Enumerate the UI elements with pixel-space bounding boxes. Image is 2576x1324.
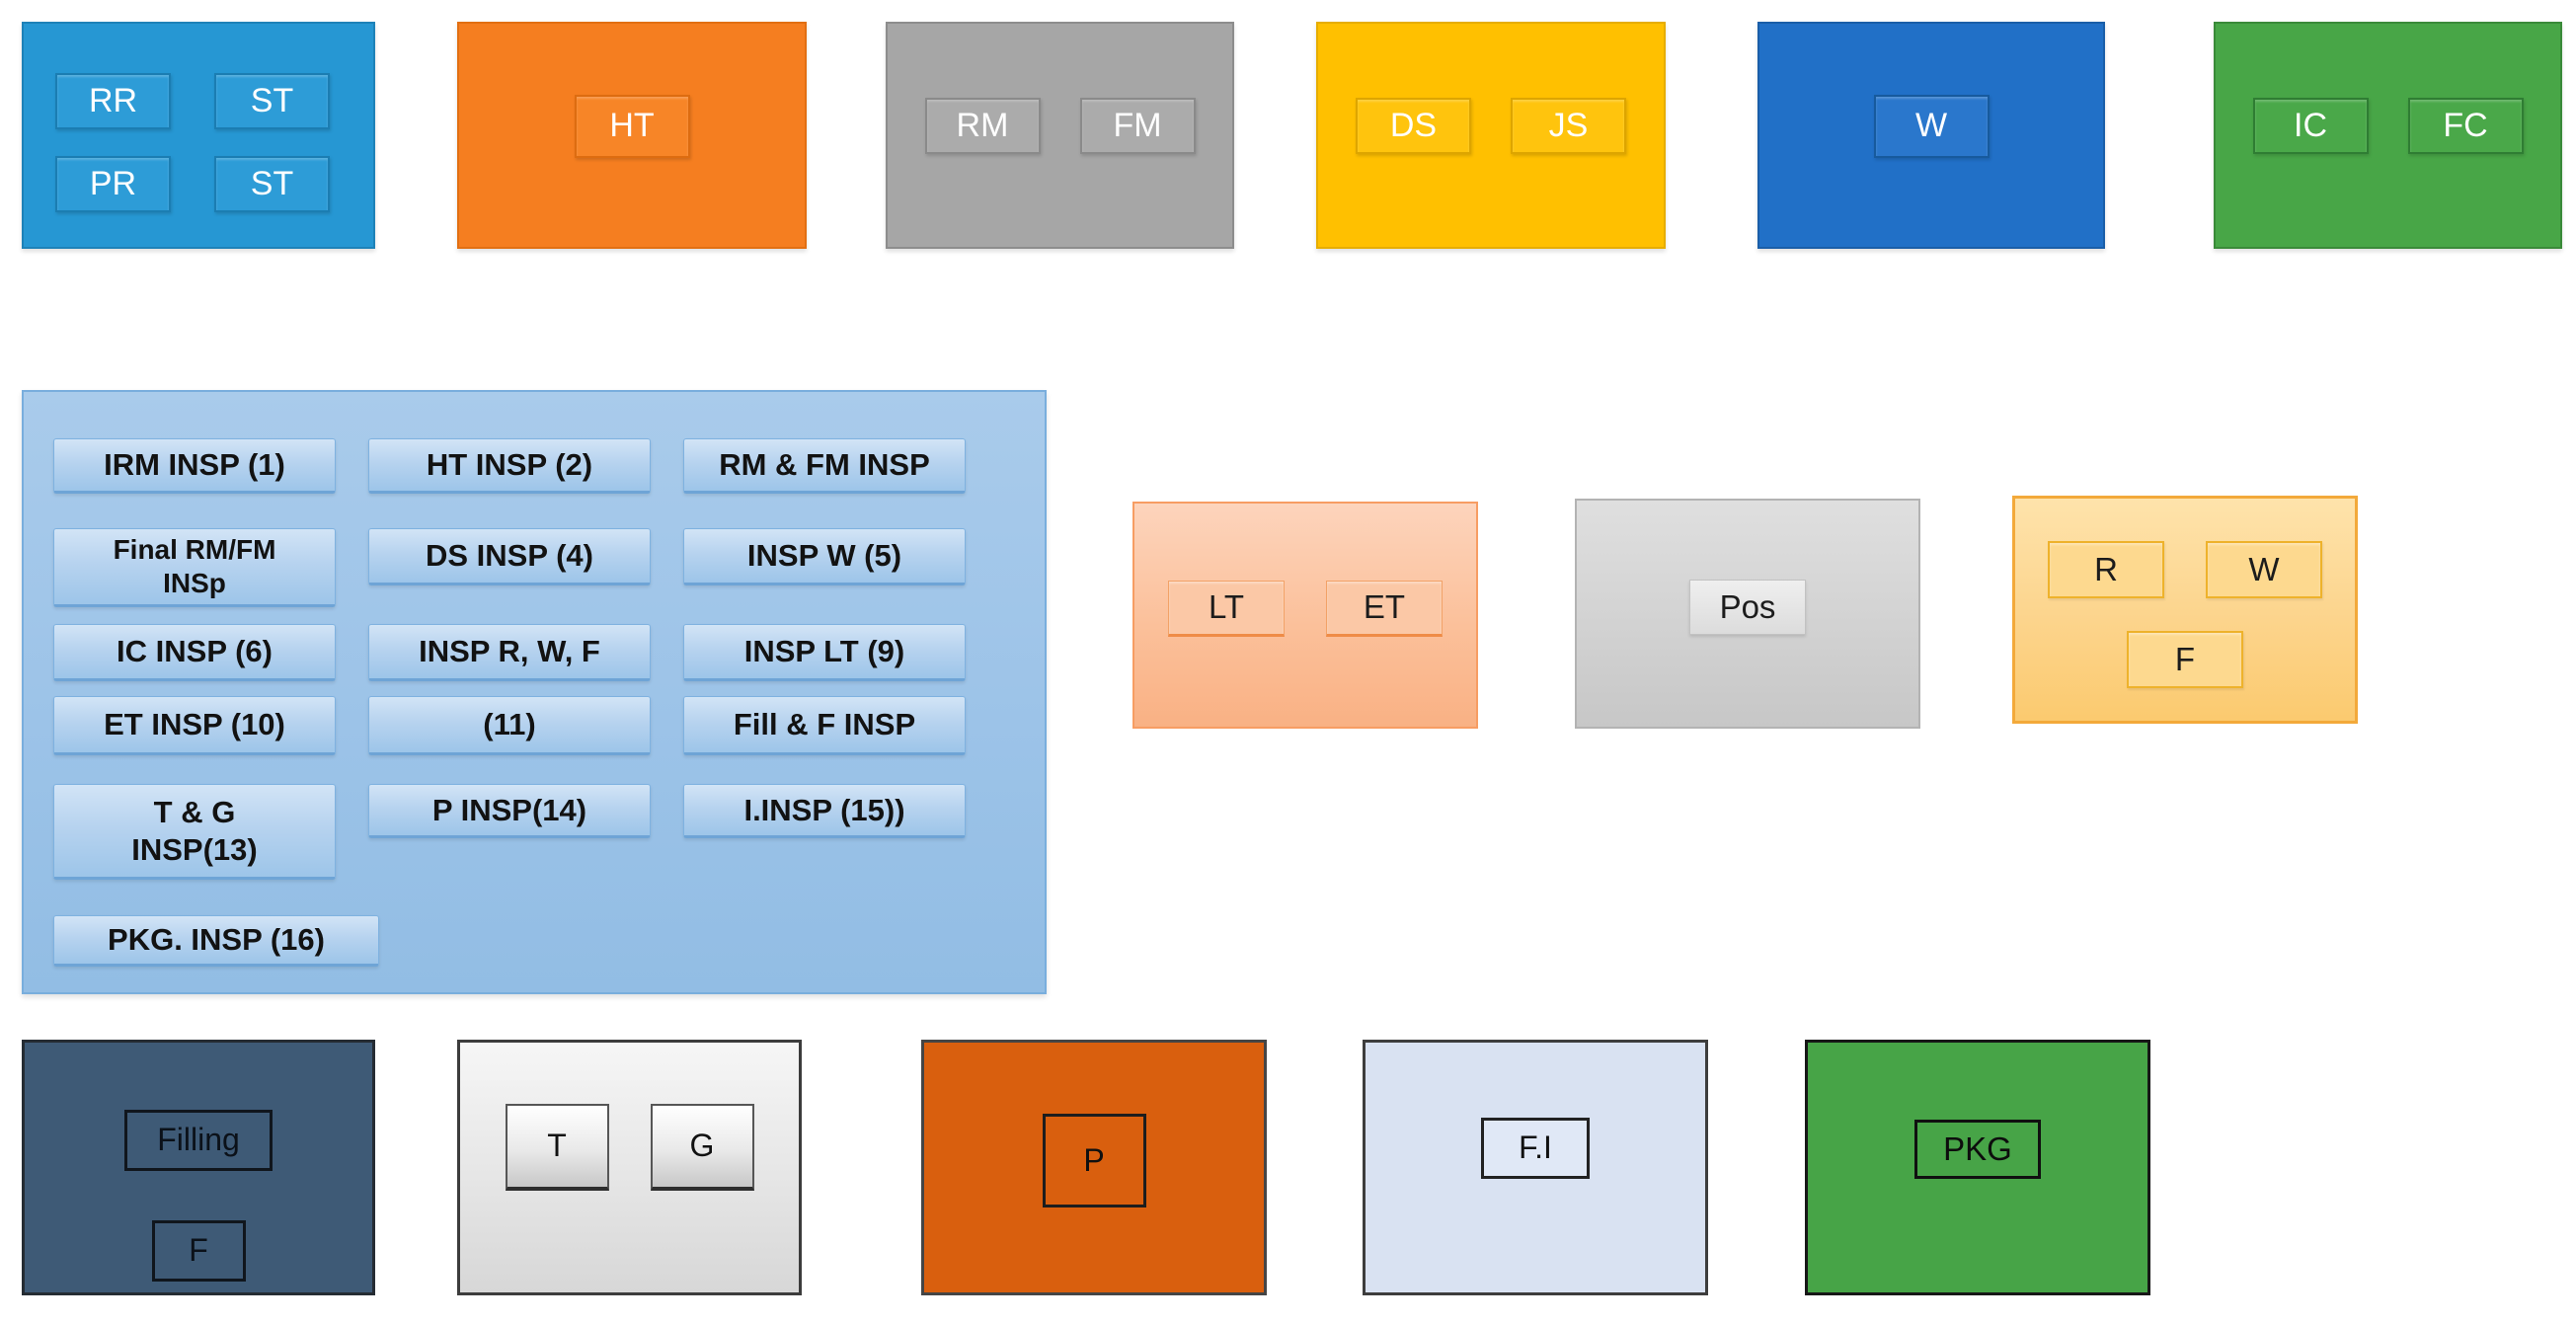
insp-button-w-5: INSP W (5): [683, 528, 966, 585]
insp-tg-line1: T & G: [153, 795, 236, 830]
insp-button-ic-6: IC INSP (6): [53, 624, 336, 681]
insp-button-t-g-13: T & G INSP(13): [53, 784, 336, 880]
p-block: P: [921, 1040, 1267, 1295]
cell-w2: W: [2206, 541, 2322, 598]
pos-block: Pos: [1575, 499, 1920, 729]
cell-st-1: ST: [214, 73, 330, 129]
cell-pkg: PKG: [1914, 1120, 2041, 1179]
cell-fm: FM: [1079, 98, 1196, 154]
insp-button-i-15: I.INSP (15)): [683, 784, 966, 838]
cell-ht: HT: [574, 95, 690, 158]
cell-r: R: [2048, 541, 2164, 598]
insp-final-rmfm-line2: INSp: [163, 568, 226, 598]
insp-button-fill-f: Fill & F INSP: [683, 696, 966, 755]
receiving-cells-grid: RR ST PR ST: [24, 24, 373, 212]
cell-p: P: [1042, 1114, 1146, 1207]
r-w-f-block: R W F: [2012, 496, 2358, 724]
lt-et-block: LT ET: [1132, 502, 1478, 729]
rm-fm-block: RM FM: [886, 22, 1234, 249]
cell-et: ET: [1326, 581, 1443, 637]
inspection-stages-panel: IRM INSP (1) HT INSP (2) RM & FM INSP Fi…: [22, 390, 1047, 994]
filling-block: Filling F: [22, 1040, 375, 1295]
cell-fi: F.I: [1481, 1118, 1590, 1179]
cell-st-2: ST: [214, 156, 330, 212]
ds-js-block: DS JS: [1316, 22, 1666, 249]
insp-button-lt-9: INSP LT (9): [683, 624, 966, 681]
insp-button-pkg-16: PKG. INSP (16): [53, 915, 379, 967]
cell-fc: FC: [2407, 98, 2524, 154]
cell-ds: DS: [1356, 98, 1471, 154]
cell-g: G: [650, 1104, 754, 1191]
cell-f2: F: [2127, 631, 2243, 688]
cell-rr: RR: [55, 73, 171, 129]
cell-pr: PR: [55, 156, 171, 212]
cell-pos: Pos: [1689, 580, 1806, 635]
cell-t: T: [505, 1104, 609, 1191]
cell-f-bottom: F: [151, 1220, 246, 1282]
cell-filling: Filling: [124, 1110, 273, 1171]
insp-button-p-14: P INSP(14): [368, 784, 651, 838]
welding-block: W: [1757, 22, 2105, 249]
insp-button-rm-fm: RM & FM INSP: [683, 438, 966, 494]
insp-button-ht-2: HT INSP (2): [368, 438, 651, 494]
insp-button-final-rmfm: Final RM/FM INSp: [53, 528, 336, 607]
insp-tg-line2: INSP(13): [131, 831, 258, 867]
insp-button-irm-1: IRM INSP (1): [53, 438, 336, 494]
cell-rm: RM: [924, 98, 1041, 154]
cell-w: W: [1873, 95, 1990, 158]
heat-treatment-block: HT: [457, 22, 807, 249]
ic-fc-block: IC FC: [2214, 22, 2562, 249]
insp-button-11: (11): [368, 696, 651, 755]
insp-button-r-w-f: INSP R, W, F: [368, 624, 651, 681]
cell-js: JS: [1511, 98, 1626, 154]
insp-button-ds-4: DS INSP (4): [368, 528, 651, 585]
insp-button-et-10: ET INSP (10): [53, 696, 336, 755]
final-inspection-block: F.I: [1363, 1040, 1708, 1295]
receiving-stores-block: RR ST PR ST: [22, 22, 375, 249]
packaging-block: PKG: [1805, 1040, 2150, 1295]
cell-ic: IC: [2252, 98, 2369, 154]
insp-final-rmfm-line1: Final RM/FM: [113, 534, 276, 566]
t-g-block: T G: [457, 1040, 802, 1295]
cell-lt: LT: [1168, 581, 1285, 637]
